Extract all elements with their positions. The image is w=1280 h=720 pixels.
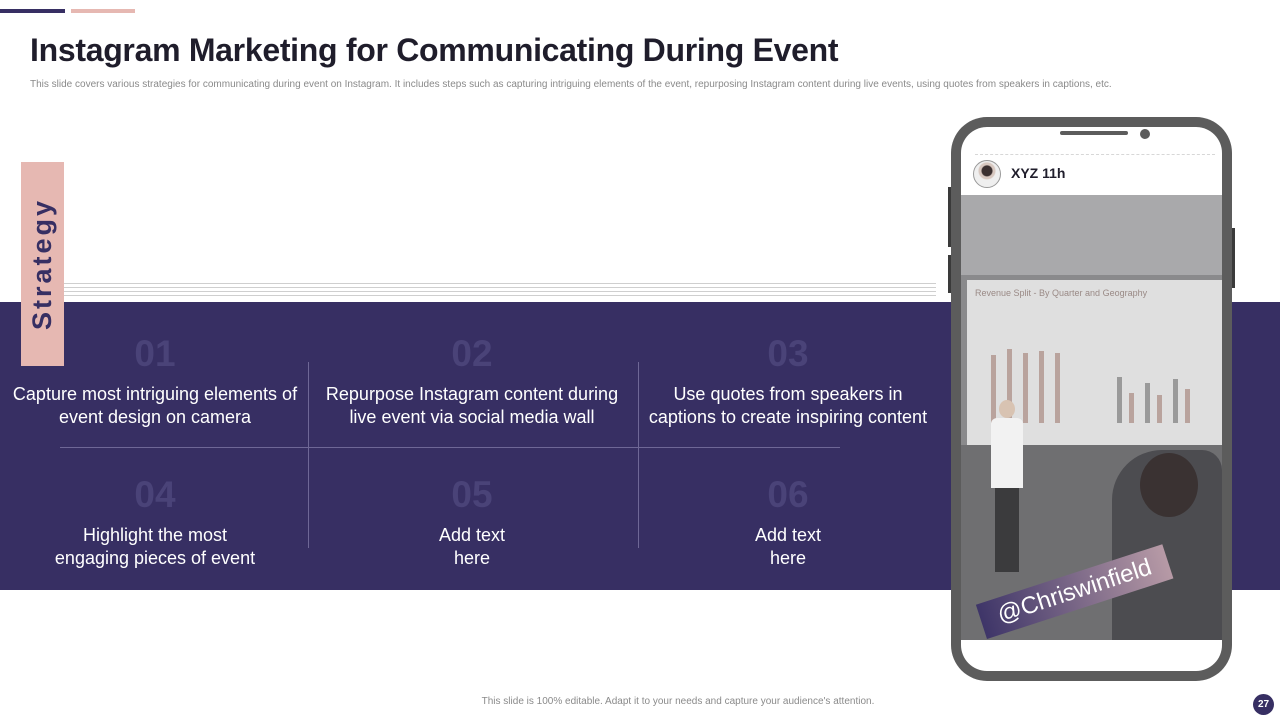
event-photo: Revenue Split - By Quarter and Geography	[961, 195, 1222, 640]
strategy-number: 04	[134, 474, 176, 515]
projection-bar	[1117, 377, 1122, 423]
page-number-badge: 27	[1253, 694, 1274, 715]
grid-divider-vertical	[308, 362, 309, 548]
grid-divider-horizontal	[60, 447, 840, 448]
presenter-figure	[987, 400, 1027, 572]
strategy-text: Repurpose Instagram content during live …	[325, 384, 619, 427]
phone-side-button	[1231, 228, 1235, 288]
strategy-item-03: 03 Use quotes from speakers in captions …	[638, 335, 938, 429]
strategy-text: Highlight the most engaging pieces of ev…	[54, 525, 256, 568]
grid-divider-vertical	[638, 362, 639, 548]
decorative-lines	[64, 283, 936, 299]
projection-bar	[1173, 379, 1178, 423]
projection-bar	[1007, 349, 1012, 423]
strategy-number: 03	[767, 333, 809, 374]
phone-side-button	[948, 255, 952, 293]
audience-head	[1140, 453, 1198, 517]
strategy-text: Add text here	[754, 525, 822, 568]
strategy-text: Capture most intriguing elements of even…	[12, 384, 298, 427]
strategy-number: 06	[767, 474, 809, 515]
phone-side-button	[948, 187, 952, 247]
avatar	[973, 160, 1001, 188]
post-divider	[975, 154, 1215, 155]
accent-bar-pink	[71, 9, 135, 13]
phone-speaker	[1060, 131, 1128, 135]
strategy-number: 02	[451, 333, 493, 374]
strategy-item-05: 05 Add text here	[322, 476, 622, 570]
strategy-item-01: 01 Capture most intriguing elements of e…	[5, 335, 305, 429]
projection-bar	[1039, 351, 1044, 423]
projection-bar	[1023, 353, 1028, 423]
phone-screen: XYZ 11h Revenue Split - By Quarter and G…	[961, 127, 1222, 671]
projection-bar	[1145, 383, 1150, 423]
strategy-number: 01	[134, 333, 176, 374]
slide-title: Instagram Marketing for Communicating Du…	[30, 32, 839, 68]
accent-bar-dark	[0, 9, 65, 13]
strategy-item-02: 02 Repurpose Instagram content during li…	[322, 335, 622, 429]
projection-bar	[1129, 393, 1134, 423]
strategy-item-04: 04 Highlight the most engaging pieces of…	[5, 476, 305, 570]
projection-title: Revenue Split - By Quarter and Geography	[975, 288, 1148, 298]
projection-bar	[991, 355, 996, 423]
projection-bar	[1055, 353, 1060, 423]
strategy-text: Add text here	[438, 525, 506, 568]
strategy-number: 05	[451, 474, 493, 515]
strategy-tab: Strategy	[21, 162, 64, 366]
phone-camera	[1140, 129, 1150, 139]
projection-bar	[1185, 389, 1190, 423]
slide-footer: This slide is 100% editable. Adapt it to…	[481, 696, 875, 707]
phone-mockup: XYZ 11h Revenue Split - By Quarter and G…	[951, 117, 1232, 681]
photo-ceiling	[961, 195, 1222, 275]
strategy-item-06: 06 Add text here	[638, 476, 938, 570]
slide-subtitle: This slide covers various strategies for…	[30, 79, 1112, 90]
post-header: XYZ 11h	[1011, 165, 1066, 181]
strategy-text: Use quotes from speakers in captions to …	[648, 384, 928, 427]
projection-bar	[1157, 395, 1162, 423]
